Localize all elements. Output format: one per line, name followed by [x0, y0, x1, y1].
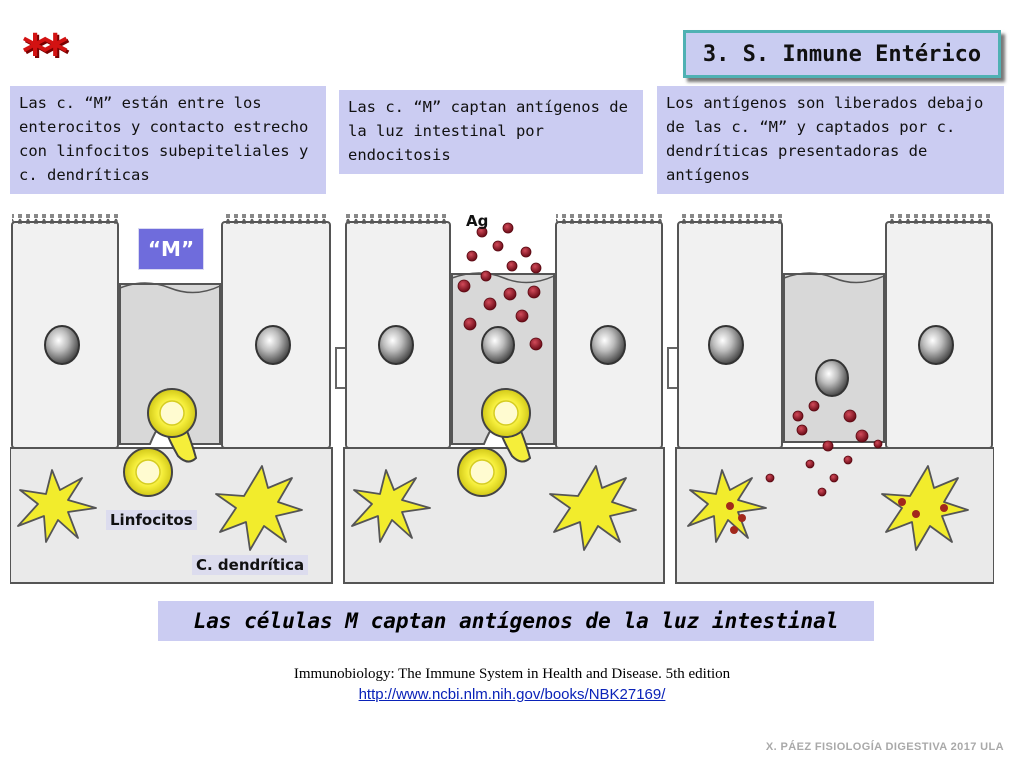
summary-banner: Las células M captan antígenos de la luz… [158, 601, 874, 641]
m-cell-label: “M” [138, 228, 204, 270]
double-star-icon: ** [22, 24, 68, 82]
released-antigen-dots [765, 400, 883, 497]
footer-credit: X. PÁEZ FISIOLOGÍA DIGESTIVA 2017 ULA [765, 741, 1004, 753]
dendritic-cell-label: C. dendrítica [192, 555, 309, 575]
m-cell-diagram [10, 214, 994, 584]
lymphocytes-label: Linfocitos [106, 510, 197, 530]
note-panel-3: Los antígenos son liberados debajo de la… [657, 86, 1004, 194]
section-title: 3. S. Inmune Entérico [683, 30, 1001, 78]
panel-3 [675, 214, 994, 584]
antigen-dots [457, 222, 543, 351]
panel-2 [343, 214, 665, 584]
panel-1 [10, 214, 333, 584]
citation-text: Immunobiology: The Immune System in Heal… [293, 666, 731, 682]
note-panel-1: Las c. “M” están entre los enterocitos y… [10, 86, 326, 194]
note-panel-2: Las c. “M” captan antígenos de la luz in… [339, 90, 643, 174]
reference-link[interactable]: http://www.ncbi.nlm.nih.gov/books/NBK271… [358, 686, 666, 703]
antigen-label: Ag [466, 212, 489, 230]
